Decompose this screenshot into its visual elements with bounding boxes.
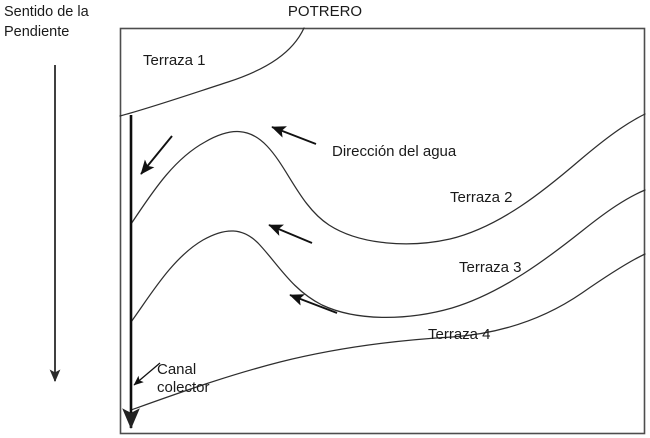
terrace-boundary-4: [130, 253, 646, 411]
terraza-3-label: Terraza 3: [459, 259, 522, 276]
page-title: POTRERO: [287, 3, 363, 20]
terraza-2-label: Terraza 2: [450, 189, 513, 206]
field-frame: [119, 27, 646, 435]
terrace-boundary-2: [130, 113, 646, 245]
canal-colector-label: Canal colector: [157, 361, 210, 396]
terraza-4-label: Terraza 4: [428, 326, 491, 343]
water-flow-arrow-4: [289, 294, 338, 314]
water-flow-arrow-2: [271, 126, 317, 145]
canal-leader-line: [133, 362, 161, 386]
terrace-boundary-3: [130, 189, 646, 323]
terraza-1-label: Terraza 1: [143, 52, 206, 69]
water-flow-arrow-3: [268, 224, 313, 244]
water-flow-arrow-1: [140, 135, 173, 175]
terrace-boundary-1: [119, 27, 305, 117]
water-direction-label: Dirección del agua: [332, 143, 457, 160]
slope-direction-label: Sentido de la Pendiente: [4, 4, 89, 40]
